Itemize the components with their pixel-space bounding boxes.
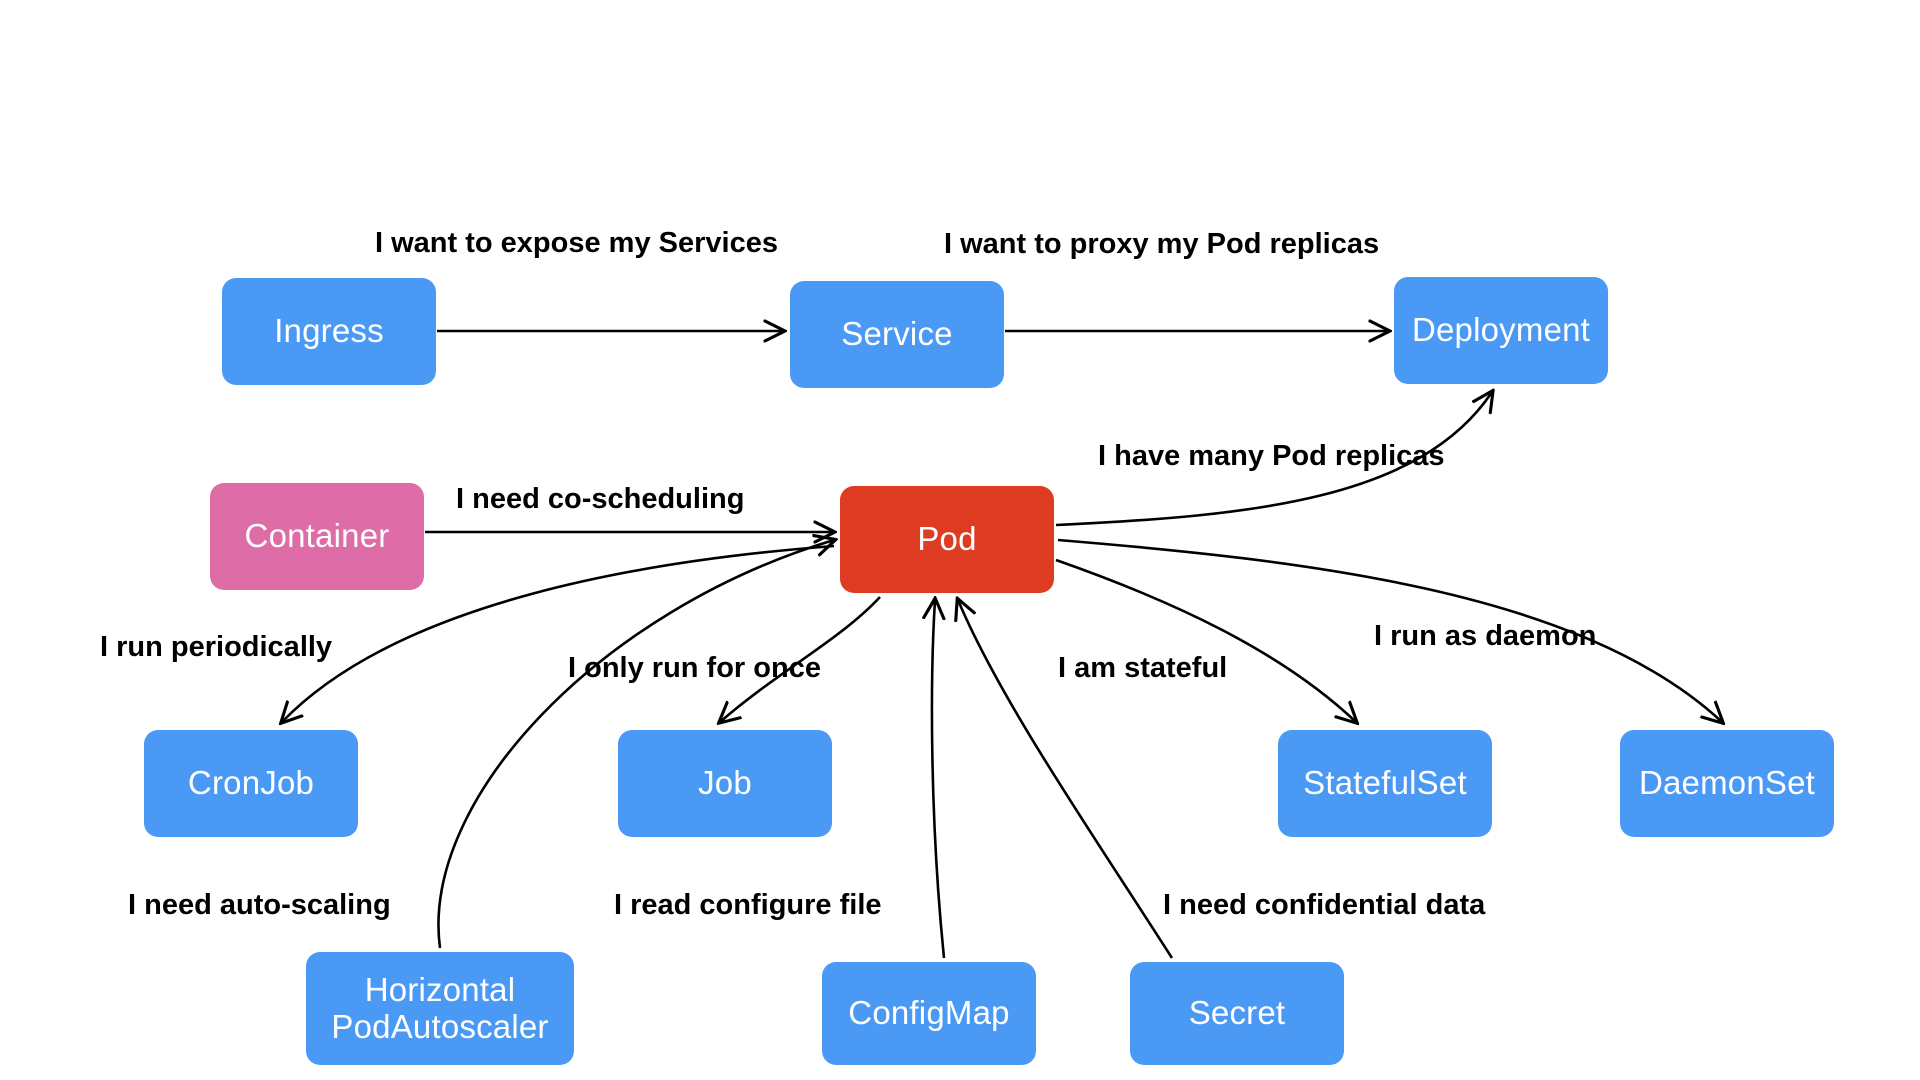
edge-label-confidential: I need confidential data	[1163, 889, 1486, 921]
edge-label-expose-services: I want to expose my Services	[375, 227, 778, 259]
node-deployment[interactable]: Deployment	[1394, 277, 1608, 384]
node-container[interactable]: Container	[210, 483, 424, 590]
node-configmap[interactable]: ConfigMap	[822, 962, 1036, 1065]
edge-label-many-replicas: I have many Pod replicas	[1098, 440, 1445, 472]
edge-label-run-once: I only run for once	[568, 652, 821, 684]
edge-configmap-to-pod	[932, 600, 944, 959]
edge-label-auto-scaling: I need auto-scaling	[128, 889, 391, 921]
edge-label-proxy-replicas: I want to proxy my Pod replicas	[944, 228, 1380, 260]
node-secret[interactable]: Secret	[1130, 962, 1344, 1065]
node-pod[interactable]: Pod	[840, 486, 1054, 593]
edge-label-run-periodically: I run periodically	[100, 631, 333, 663]
edge-label-co-scheduling: I need co-scheduling	[456, 483, 745, 515]
edge-label-read-configure: I read configure file	[614, 889, 882, 921]
node-ingress[interactable]: Ingress	[222, 278, 436, 385]
edge-label-am-stateful: I am stateful	[1058, 652, 1228, 684]
node-hpa[interactable]: Horizontal PodAutoscaler	[306, 952, 574, 1065]
node-cronjob[interactable]: CronJob	[144, 730, 358, 837]
node-job[interactable]: Job	[618, 730, 832, 837]
node-service[interactable]: Service	[790, 281, 1004, 388]
node-statefulset[interactable]: StatefulSet	[1278, 730, 1492, 837]
edge-label-run-as-daemon: I run as daemon	[1374, 620, 1597, 652]
node-daemonset[interactable]: DaemonSet	[1620, 730, 1834, 837]
edge-pod-to-statefulset	[1055, 558, 1356, 722]
